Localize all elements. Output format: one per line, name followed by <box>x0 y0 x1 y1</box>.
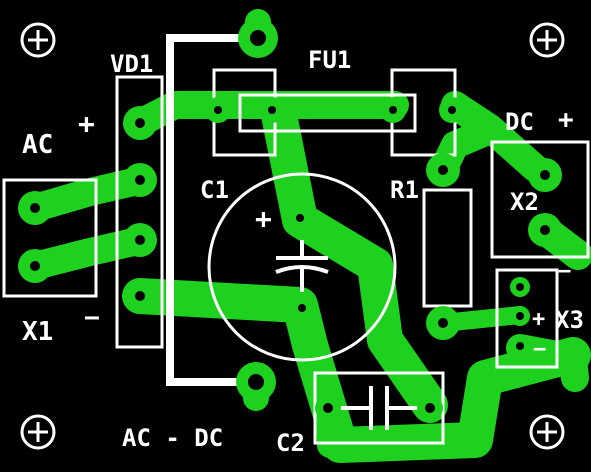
pad-heatsink-bottom <box>236 362 276 402</box>
mounting-holes <box>20 22 565 450</box>
pad-fu1-3 <box>380 97 406 123</box>
text-labels: VD1 FU1 AC + − X1 C1 + R1 DC + X2 − X3 +… <box>22 46 584 457</box>
pad-c2-1 <box>315 395 341 421</box>
fu1-body <box>238 93 417 133</box>
label-x3: X3 <box>555 306 584 334</box>
label-dc: DC <box>505 108 534 136</box>
x3-outline <box>495 268 559 369</box>
label-x1: X1 <box>22 317 53 347</box>
mounting-hole-icon <box>529 22 565 58</box>
trace-dc-x2 <box>441 91 549 182</box>
label-dc-plus: + <box>558 105 574 135</box>
mounting-hole-icon <box>529 414 565 450</box>
pad-fu1-4 <box>439 97 465 123</box>
label-ac-plus: + <box>78 107 95 140</box>
pad-x1-1 <box>18 191 52 225</box>
capacitor-symbol-icon <box>340 386 418 430</box>
label-c1: C1 <box>200 176 229 204</box>
heatsink-outline <box>166 34 240 386</box>
label-vd1: VD1 <box>110 50 153 78</box>
pad-c2-2 <box>417 395 443 421</box>
label-x2: X2 <box>510 188 539 216</box>
label-ac: AC <box>22 130 53 160</box>
label-c1-plus: + <box>255 202 272 235</box>
mounting-hole-icon <box>20 22 56 58</box>
pad-x2-2 <box>528 213 562 247</box>
pad-r1-top <box>426 153 460 187</box>
pad-vd1-3 <box>123 223 157 257</box>
pad-vd1-1 <box>123 106 157 140</box>
trace-x3-bottom <box>506 334 589 392</box>
pad-x3-3 <box>510 336 530 356</box>
x1-outline <box>2 178 98 298</box>
pad-fu1-1 <box>205 97 231 123</box>
vd1-outline <box>115 75 164 349</box>
pad-x3-1 <box>510 277 530 297</box>
pads <box>18 18 562 421</box>
r1-outline <box>422 188 473 308</box>
pad-vd1-4 <box>123 279 157 313</box>
label-x3-minus: − <box>533 337 546 362</box>
pad-x3-2 <box>510 306 530 326</box>
pad-r1-bottom <box>426 306 460 340</box>
x2-outline <box>490 140 590 259</box>
pad-fu1-2 <box>259 97 285 123</box>
pad-c1-minus <box>290 296 314 320</box>
label-x2-minus: − <box>558 259 571 284</box>
label-x3-plus: + <box>532 307 545 332</box>
pad-heatsink-top <box>238 18 278 58</box>
label-r1: R1 <box>390 176 419 204</box>
c1-outline <box>207 172 397 362</box>
label-c2: C2 <box>276 429 305 457</box>
trace-c1-plus <box>260 92 448 423</box>
label-fu1: FU1 <box>308 46 351 74</box>
mounting-hole-icon <box>20 414 56 450</box>
pad-vd1-2 <box>123 163 157 197</box>
label-ac-minus: − <box>84 303 100 333</box>
pad-x2-1 <box>528 158 562 192</box>
electrolytic-capacitor-symbol-icon <box>275 240 329 292</box>
pad-c1-plus <box>288 206 312 230</box>
label-title: AC - DC <box>122 424 223 452</box>
pad-x1-2 <box>18 249 52 283</box>
